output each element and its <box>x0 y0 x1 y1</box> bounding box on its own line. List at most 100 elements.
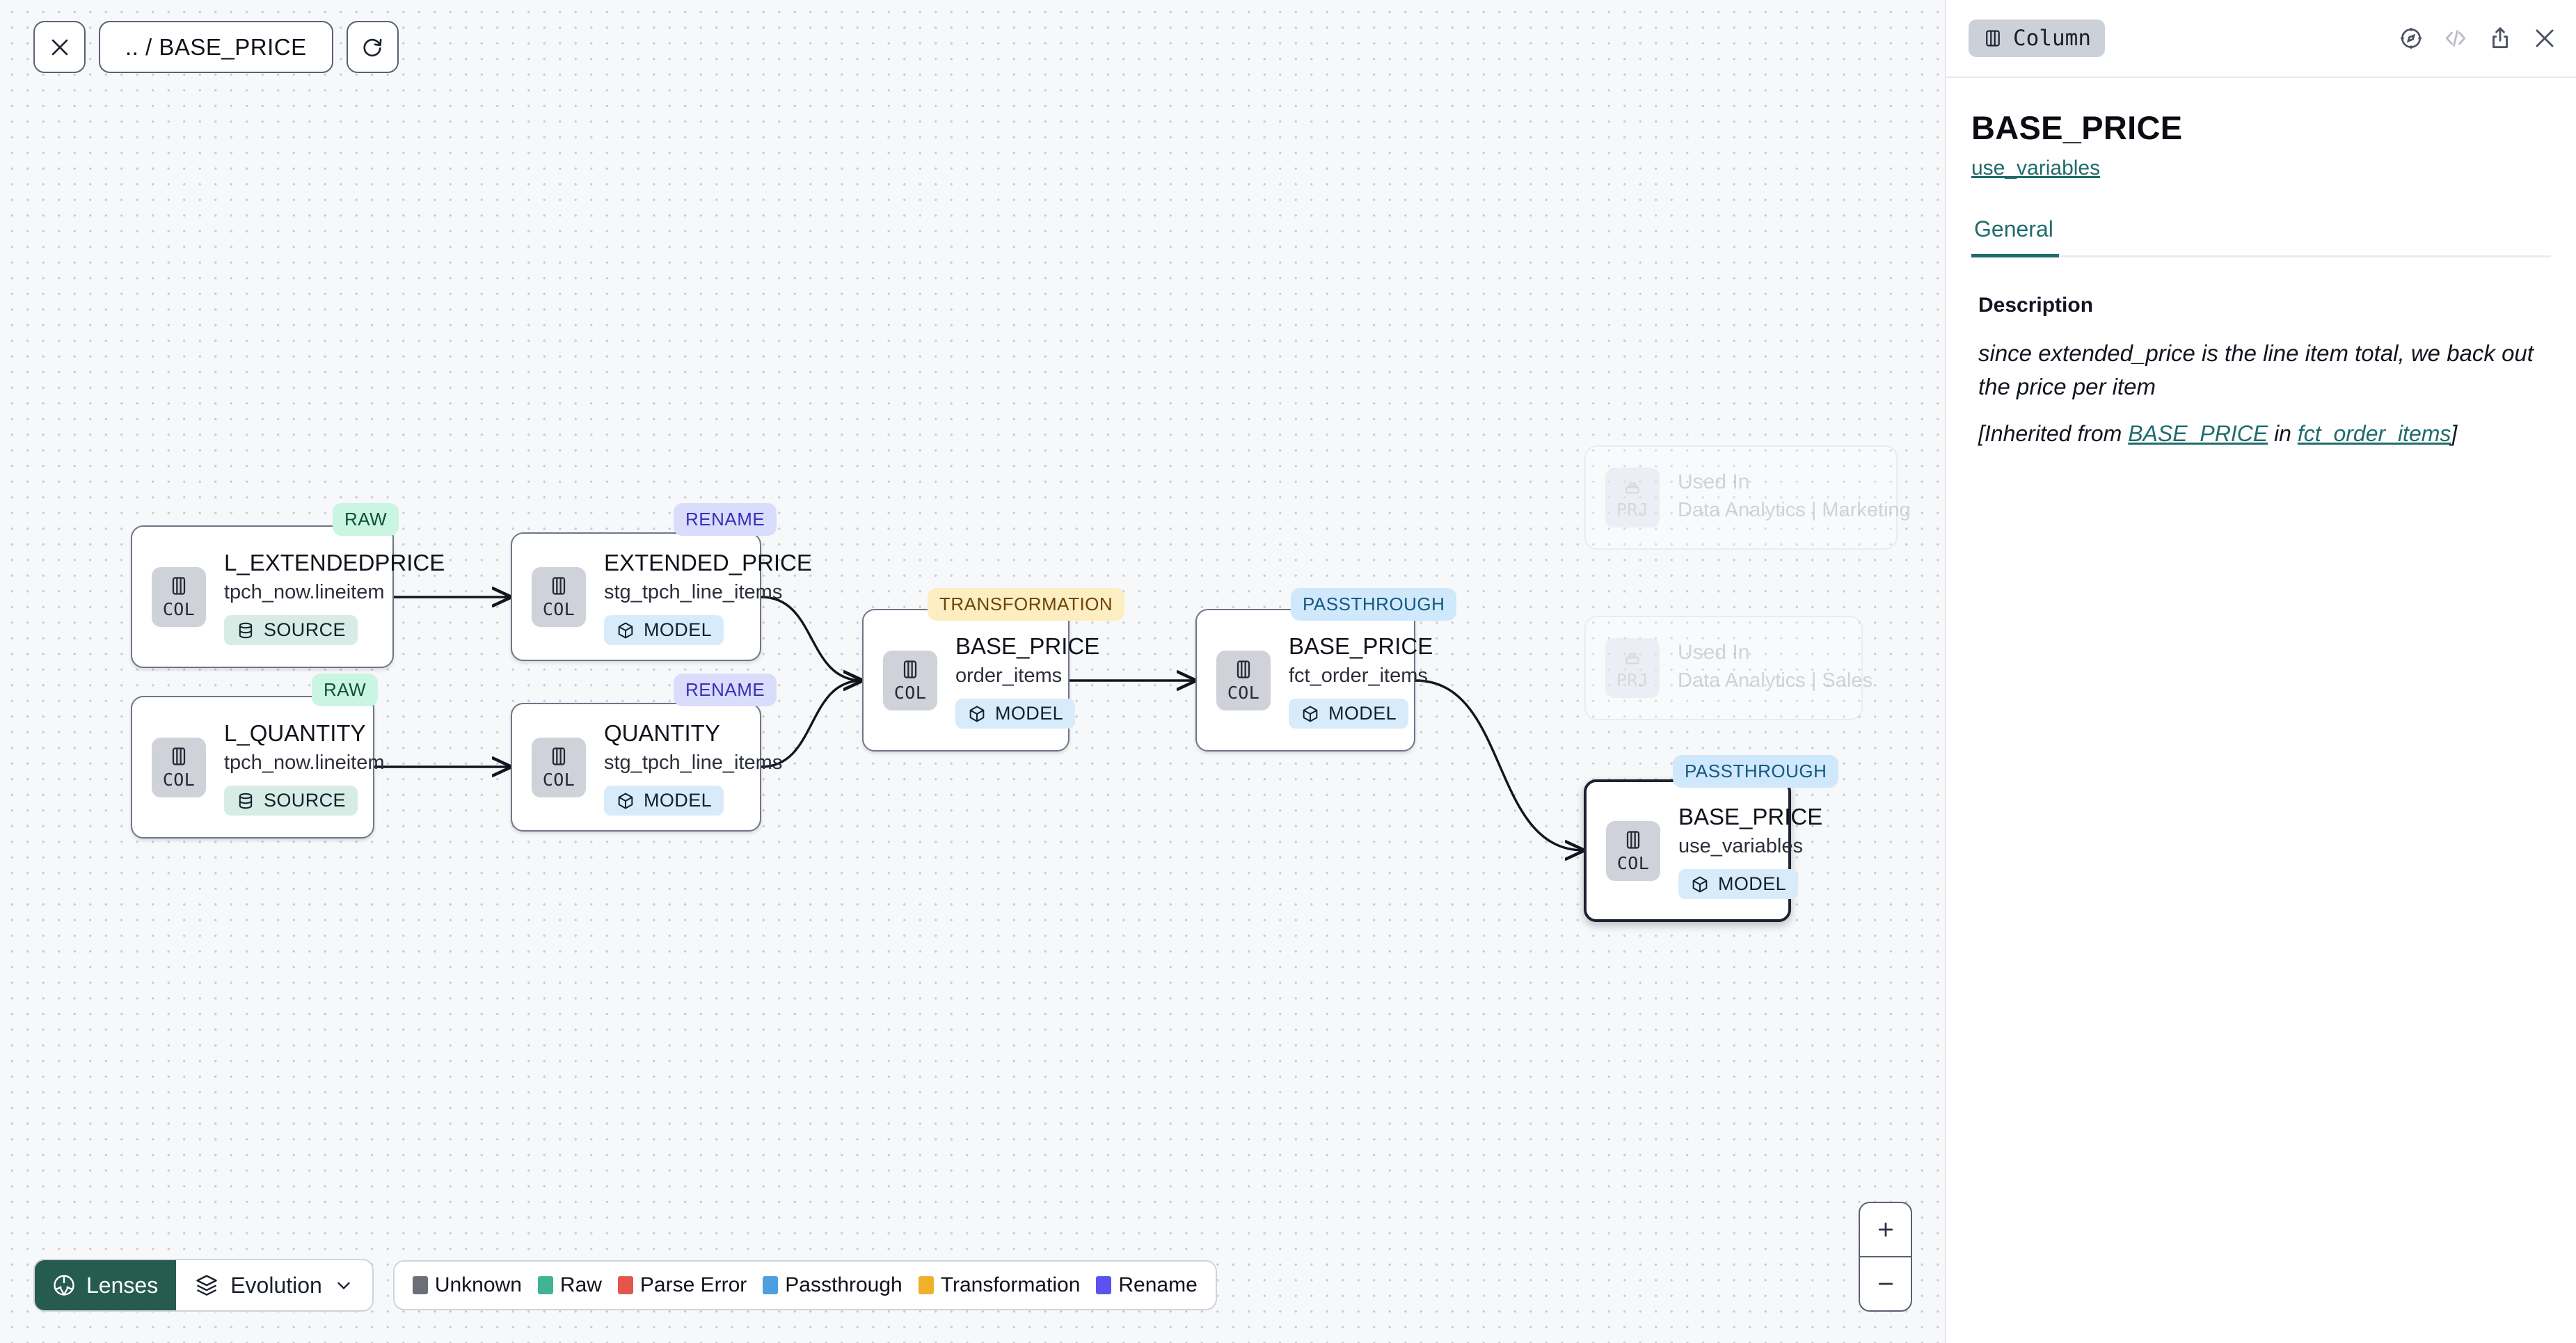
legend-swatch <box>412 1276 428 1294</box>
code-icon[interactable] <box>2442 25 2469 51</box>
close-icon[interactable] <box>2531 25 2558 51</box>
node-title: BASE_PRICE <box>955 633 1100 659</box>
breadcrumb-button[interactable]: .. / BASE_PRICE <box>99 21 333 73</box>
zoom-in-button[interactable] <box>1860 1203 1911 1257</box>
kind-badge-extended_price: RENAME <box>674 503 777 536</box>
node-title: BASE_PRICE <box>1678 803 1823 829</box>
legend-item-transformation[interactable]: Transformation <box>918 1273 1080 1297</box>
share-icon[interactable] <box>2487 25 2513 51</box>
zoom-controls <box>1859 1202 1912 1312</box>
refresh-button[interactable] <box>346 21 399 73</box>
materialization-label: MODEL <box>644 619 713 641</box>
node-title: QUANTITY <box>604 720 720 746</box>
description-heading: Description <box>1978 294 2094 317</box>
node-subtitle: stg_tpch_line_items <box>604 580 783 603</box>
column-icon <box>172 576 186 595</box>
materialization-label: MODEL <box>995 703 1064 724</box>
entity-chip-label: COL <box>162 598 196 619</box>
inherited-prefix: [Inherited from <box>1978 421 2129 447</box>
legend-label: Parse Error <box>639 1273 747 1296</box>
materialization-label: SOURCE <box>264 619 346 641</box>
entity-chip-label: COL <box>1227 682 1260 703</box>
legend-label: Passthrough <box>785 1273 903 1296</box>
legend-label: Raw <box>559 1273 602 1296</box>
cube-icon <box>1303 706 1318 722</box>
node-title: L_EXTENDEDPRICE <box>224 549 445 575</box>
details-panel-header: Column <box>1946 0 2576 78</box>
ghost-node-body: Used In Data Analytics | Sales <box>1678 639 1892 697</box>
materialization-badge: MODEL <box>604 786 724 816</box>
legend-item-raw[interactable]: Raw <box>537 1273 602 1297</box>
materialization-label: MODEL <box>1328 703 1397 724</box>
entity-chip: COL <box>152 566 206 627</box>
entity-chip: COL <box>1606 820 1660 881</box>
column-icon <box>1626 830 1640 849</box>
close-icon <box>51 39 67 55</box>
project-icon <box>1625 482 1639 494</box>
refresh-icon <box>363 38 382 56</box>
legend-item-rename[interactable]: Rename <box>1096 1273 1198 1297</box>
lenses-button[interactable]: Lenses <box>35 1260 177 1310</box>
zoom-out-button[interactable] <box>1860 1257 1911 1310</box>
entity-chip-label: COL <box>162 769 196 790</box>
materialization-badge: MODEL <box>1678 869 1799 900</box>
description-text: since extended_price is the line item to… <box>1978 340 2534 399</box>
inherited-column-link[interactable]: BASE_PRICE <box>2128 421 2268 447</box>
materialization-label: MODEL <box>644 790 713 811</box>
minus-icon <box>1878 1282 1893 1285</box>
entity-chip: COL <box>1216 650 1271 710</box>
node-title: EXTENDED_PRICE <box>604 549 812 575</box>
materialization-badge: MODEL <box>604 615 724 646</box>
plus-icon <box>1878 1222 1893 1237</box>
entity-chip-label: PRJ <box>1616 500 1649 520</box>
legend-item-parse-error[interactable]: Parse Error <box>617 1273 747 1297</box>
kind-badge-quantity: RENAME <box>674 674 777 706</box>
description-inherited-note: [Inherited from BASE_PRICE in fct_order_… <box>1946 403 2576 447</box>
chevron-down-icon <box>337 1282 350 1290</box>
legend-label: Rename <box>1118 1273 1198 1296</box>
cube-icon <box>618 793 633 809</box>
lineage-canvas[interactable]: .. / BASE_PRICE PRJ Used In Data Analytics… <box>0 0 1945 1343</box>
legend-swatch <box>1096 1276 1112 1294</box>
entity-chip-label: COL <box>893 682 927 703</box>
legend-item-unknown[interactable]: Unknown <box>412 1273 522 1297</box>
entity-chip-label: COL <box>542 769 575 790</box>
legend-swatch <box>537 1276 553 1294</box>
inherited-model-link[interactable]: fct_order_items <box>2297 421 2451 447</box>
model-link[interactable]: use_variables <box>1971 157 2101 180</box>
inherited-middle: in <box>2268 421 2298 447</box>
kind-badge-l_quantity: RAW <box>312 674 379 706</box>
tab-general[interactable]: General <box>1971 216 2059 257</box>
entity-chip-label: COL <box>1616 852 1650 873</box>
legend-swatch <box>918 1276 934 1294</box>
ghost-node-label: Used In <box>1678 641 1750 665</box>
evolution-dropdown[interactable]: Evolution <box>176 1260 372 1310</box>
legend-item-passthrough[interactable]: Passthrough <box>763 1273 903 1297</box>
materialization-badge: SOURCE <box>224 615 358 646</box>
database-icon <box>239 622 253 639</box>
project-icon <box>1625 653 1639 665</box>
legend-swatch <box>763 1276 779 1294</box>
ghost-node-label: Used In <box>1678 470 1750 494</box>
compass-icon[interactable] <box>2398 25 2424 51</box>
column-icon <box>1986 30 2000 47</box>
close-graph-button[interactable] <box>33 21 86 73</box>
entity-chip: COL <box>152 737 206 797</box>
graph-toolbar: .. / BASE_PRICE <box>33 21 399 73</box>
ghost-node-project: Data Analytics | Sales <box>1678 669 1873 692</box>
entity-chip: COL <box>883 650 937 710</box>
node-subtitle: order_items <box>955 664 1063 687</box>
